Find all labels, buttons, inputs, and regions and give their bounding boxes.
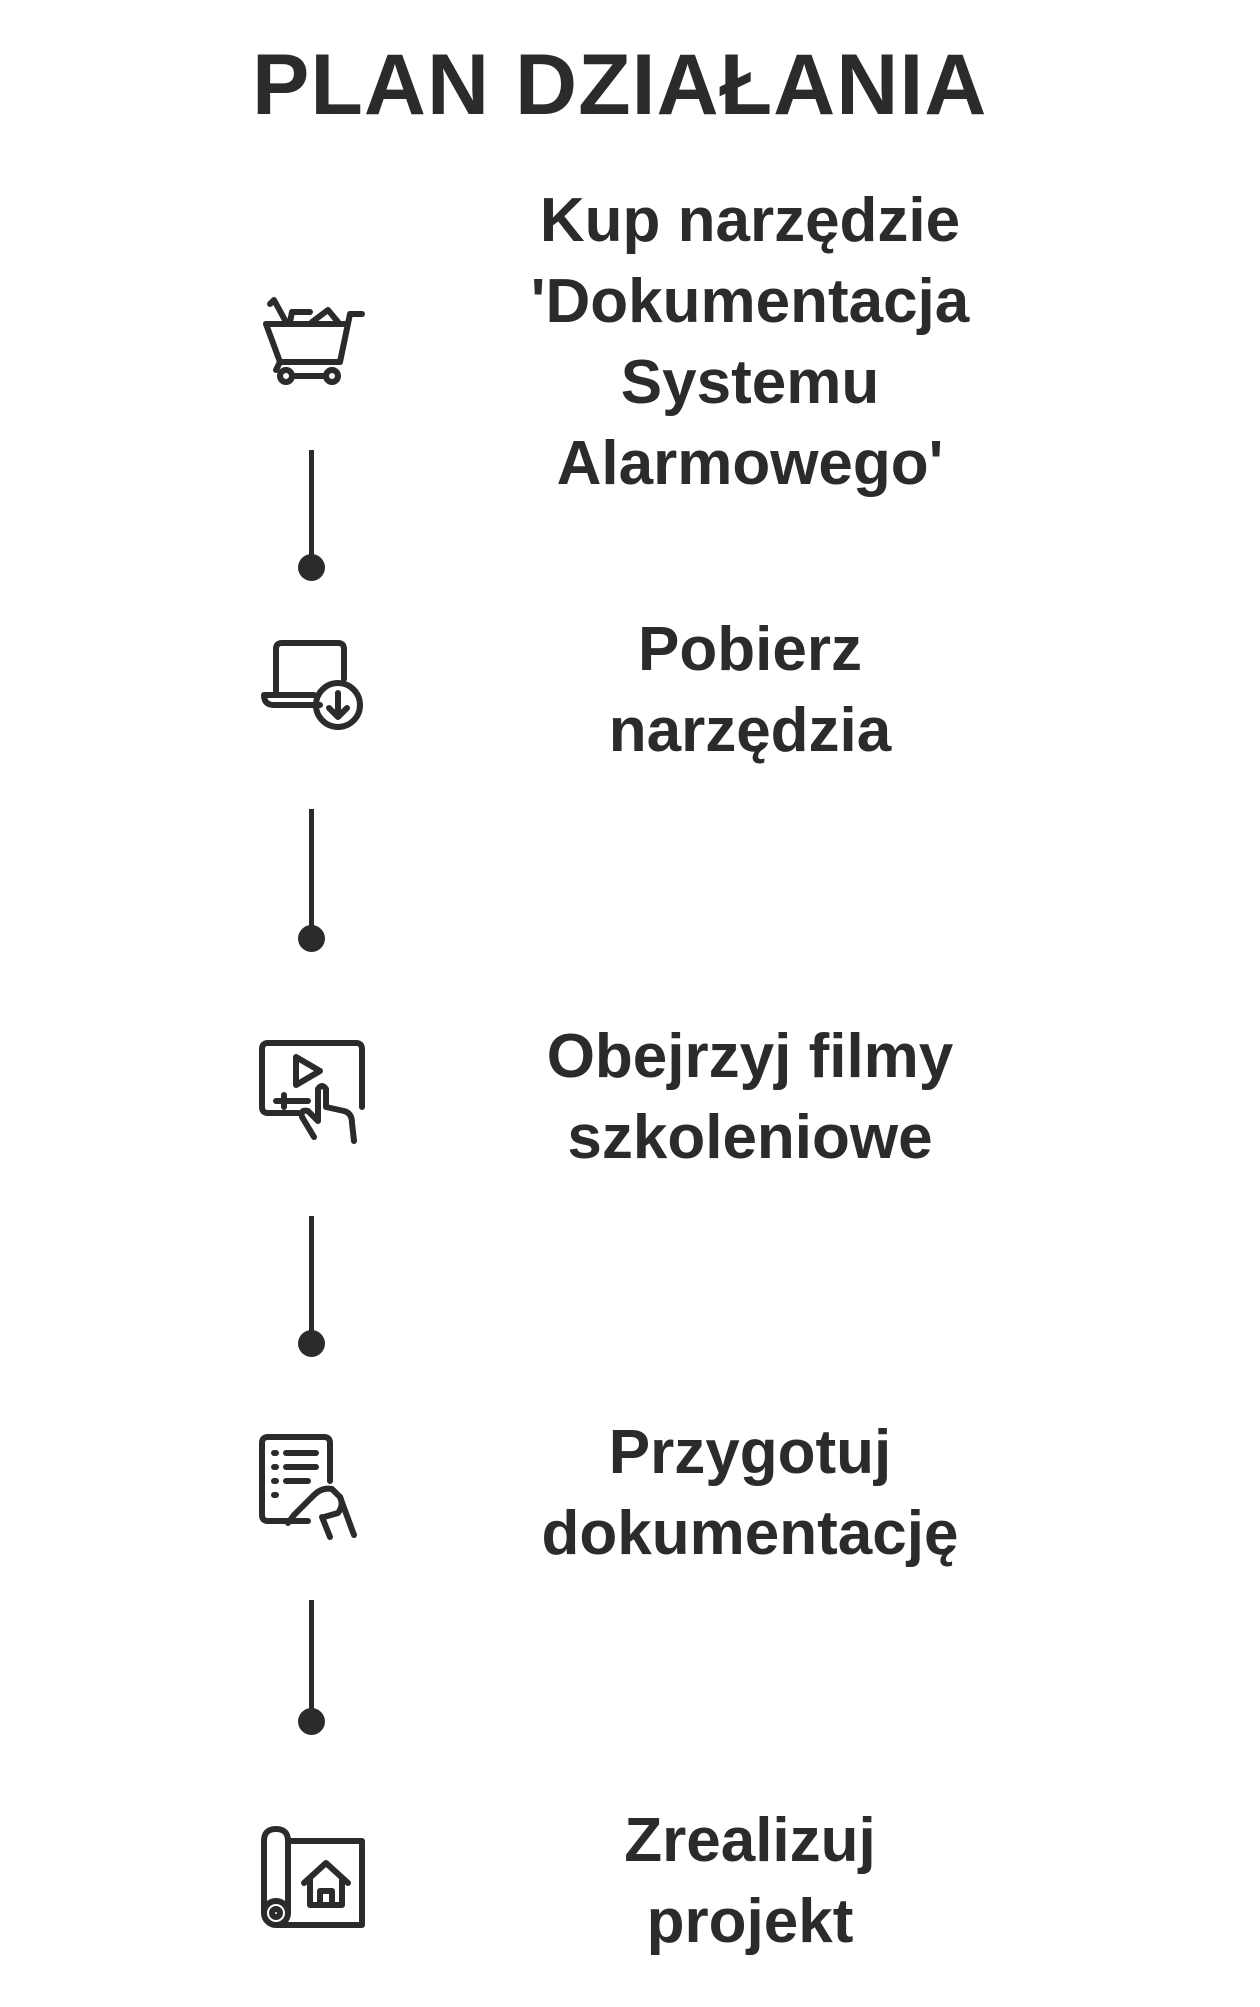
step-label-4: Przygotuj dokumentację [541, 1418, 959, 1568]
step-label-1: Kup narzędzie 'Dokumentacja Systemu Alar… [530, 186, 970, 498]
connector-dot [298, 925, 325, 952]
house-blueprint-icon [258, 1823, 366, 1931]
connector-line [309, 1600, 314, 1720]
video-tutorial-icon [258, 1037, 366, 1145]
connector-dot [298, 1708, 325, 1735]
step-label-3: Obejrzyj filmy szkoleniowe [546, 1022, 954, 1172]
document-writing-icon [258, 1433, 366, 1541]
laptop-download-icon [258, 633, 366, 741]
shopping-cart-icon [258, 284, 366, 392]
step-label-2: Pobierz narzędzia [608, 615, 892, 765]
step-label-5: Zrealizuj projekt [624, 1806, 876, 1956]
connector-dot [298, 554, 325, 581]
diagram-title: PLAN DZIAŁANIA [252, 37, 988, 133]
connector-dot [298, 1330, 325, 1357]
connector-line [309, 1216, 314, 1342]
connector-line [309, 809, 314, 937]
connector-line [309, 450, 314, 565]
